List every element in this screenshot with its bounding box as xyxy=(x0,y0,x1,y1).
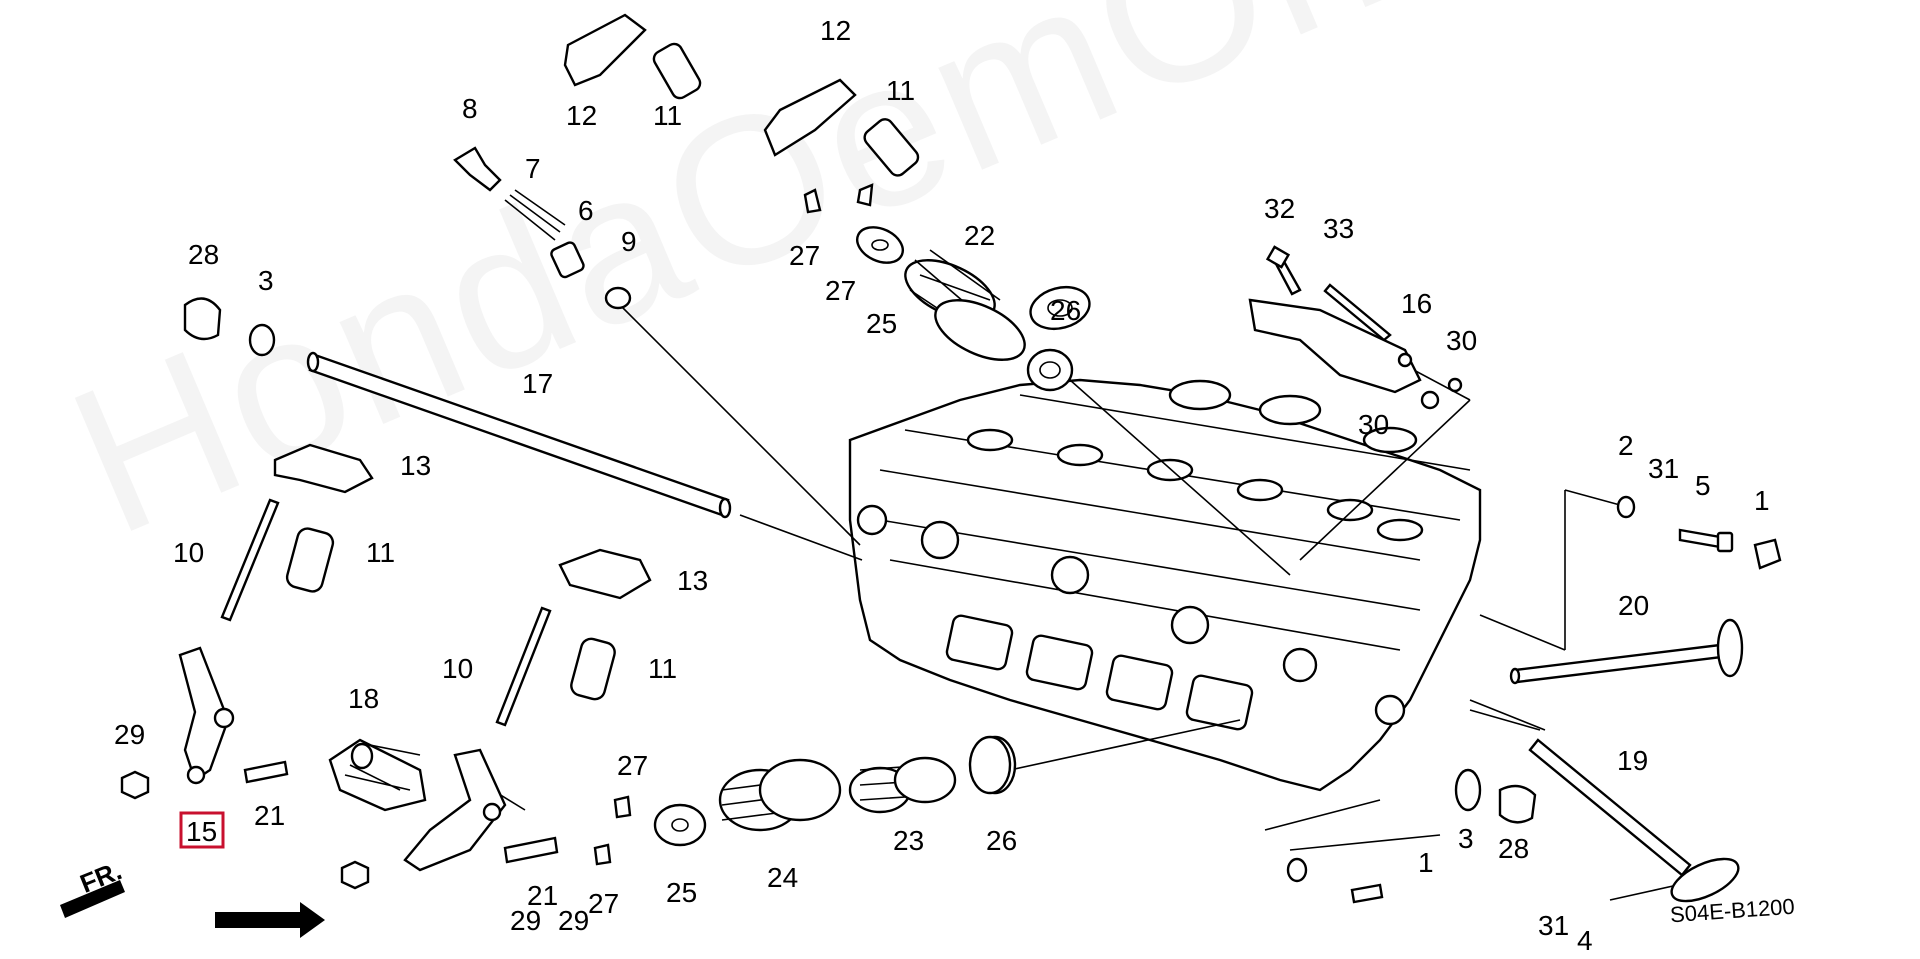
ref-label[interactable]: 30 xyxy=(1446,325,1477,356)
ref-label[interactable]: 17 xyxy=(522,368,553,399)
ref-label[interactable]: 2 xyxy=(1618,430,1634,461)
ref-label[interactable]: 9 xyxy=(621,226,637,257)
ref-label[interactable]: 12 xyxy=(820,15,851,46)
ref-label[interactable]: 27 xyxy=(588,888,619,919)
ref-label-highlighted[interactable]: 15 xyxy=(186,816,217,847)
valve-20 xyxy=(1509,618,1744,685)
ref-label[interactable]: 10 xyxy=(442,653,473,684)
ref-label[interactable]: 26 xyxy=(1050,295,1081,326)
ref-label[interactable]: 1 xyxy=(1418,847,1434,878)
ref-label[interactable]: 33 xyxy=(1323,213,1354,244)
bracket-18 xyxy=(328,738,427,812)
ref-label[interactable]: 27 xyxy=(825,275,856,306)
ref-label[interactable]: 20 xyxy=(1618,590,1649,621)
front-arrow-icon xyxy=(60,880,325,938)
rocker-arm-15 xyxy=(178,646,235,785)
ref-label[interactable]: 5 xyxy=(1695,470,1711,501)
ref-label[interactable]: 27 xyxy=(789,240,820,271)
ref-label[interactable]: 6 xyxy=(578,195,594,226)
rocker-shaft-17 xyxy=(306,351,732,519)
cylinder-head xyxy=(848,378,1482,792)
ref-label[interactable]: 13 xyxy=(400,450,431,481)
ref-label[interactable]: 11 xyxy=(648,653,677,684)
ref-label[interactable]: 19 xyxy=(1617,745,1648,776)
ref-label[interactable]: 18 xyxy=(348,683,379,714)
rocker-arms xyxy=(273,13,857,600)
seals-26 xyxy=(968,348,1074,795)
ref-label[interactable]: 12 xyxy=(566,100,597,131)
ref-label[interactable]: 31 xyxy=(1648,453,1679,484)
oil-control-bracket-16 xyxy=(1248,298,1463,410)
leader-lines xyxy=(369,304,1701,901)
ref-label[interactable]: 24 xyxy=(767,862,798,893)
bolts xyxy=(243,245,1734,904)
pushrods xyxy=(220,498,552,727)
ref-label[interactable]: 3 xyxy=(1458,823,1474,854)
ref-label[interactable]: 21 xyxy=(254,800,285,831)
valve-spring-22 xyxy=(904,249,1026,361)
ref-label[interactable]: 22 xyxy=(964,220,995,251)
ref-label[interactable]: 32 xyxy=(1264,193,1295,224)
valve-spring-23 xyxy=(848,756,957,814)
ref-label[interactable]: 27 xyxy=(617,750,648,781)
valve-19 xyxy=(1528,738,1740,903)
ref-label[interactable]: 28 xyxy=(188,239,219,270)
ref-label[interactable]: 25 xyxy=(666,877,697,908)
ref-label[interactable]: 26 xyxy=(986,825,1017,856)
ref-label[interactable]: 29 xyxy=(558,905,589,936)
ref-label[interactable]: 31 xyxy=(1538,910,1569,941)
ref-label[interactable]: 1 xyxy=(1754,485,1770,516)
ref-label[interactable]: 8 xyxy=(462,93,478,124)
plugs xyxy=(183,146,1782,824)
ref-label[interactable]: 13 xyxy=(677,565,708,596)
ref-label[interactable]: 25 xyxy=(866,308,897,339)
valve-spring-24 xyxy=(718,758,842,832)
ref-label[interactable]: 28 xyxy=(1498,833,1529,864)
rocker-arm-14 xyxy=(403,748,507,872)
ref-label[interactable]: 23 xyxy=(893,825,924,856)
ref-label[interactable]: 21 xyxy=(527,880,558,911)
keepers xyxy=(593,183,874,866)
nuts xyxy=(120,770,370,890)
spring-7 xyxy=(504,189,566,241)
ref-label[interactable]: 11 xyxy=(886,75,915,106)
ref-label[interactable]: 30 xyxy=(1358,409,1389,440)
reference-numbers: 12 11 12 11 8 7 6 9 27 27 25 22 28 3 17 … xyxy=(114,15,1770,956)
ref-label[interactable]: 11 xyxy=(653,100,682,131)
ref-label[interactable]: 4 xyxy=(1577,925,1593,956)
ref-label[interactable]: 11 xyxy=(366,537,395,568)
lifters xyxy=(285,42,920,701)
ref-label[interactable]: 16 xyxy=(1401,288,1432,319)
ref-label[interactable]: 3 xyxy=(258,265,274,296)
ref-label[interactable]: 7 xyxy=(525,153,541,184)
ref-label[interactable]: 29 xyxy=(114,719,145,750)
highlight-box xyxy=(179,811,225,849)
ref-label[interactable]: 29 xyxy=(510,905,541,936)
ref-label[interactable]: 10 xyxy=(173,537,204,568)
